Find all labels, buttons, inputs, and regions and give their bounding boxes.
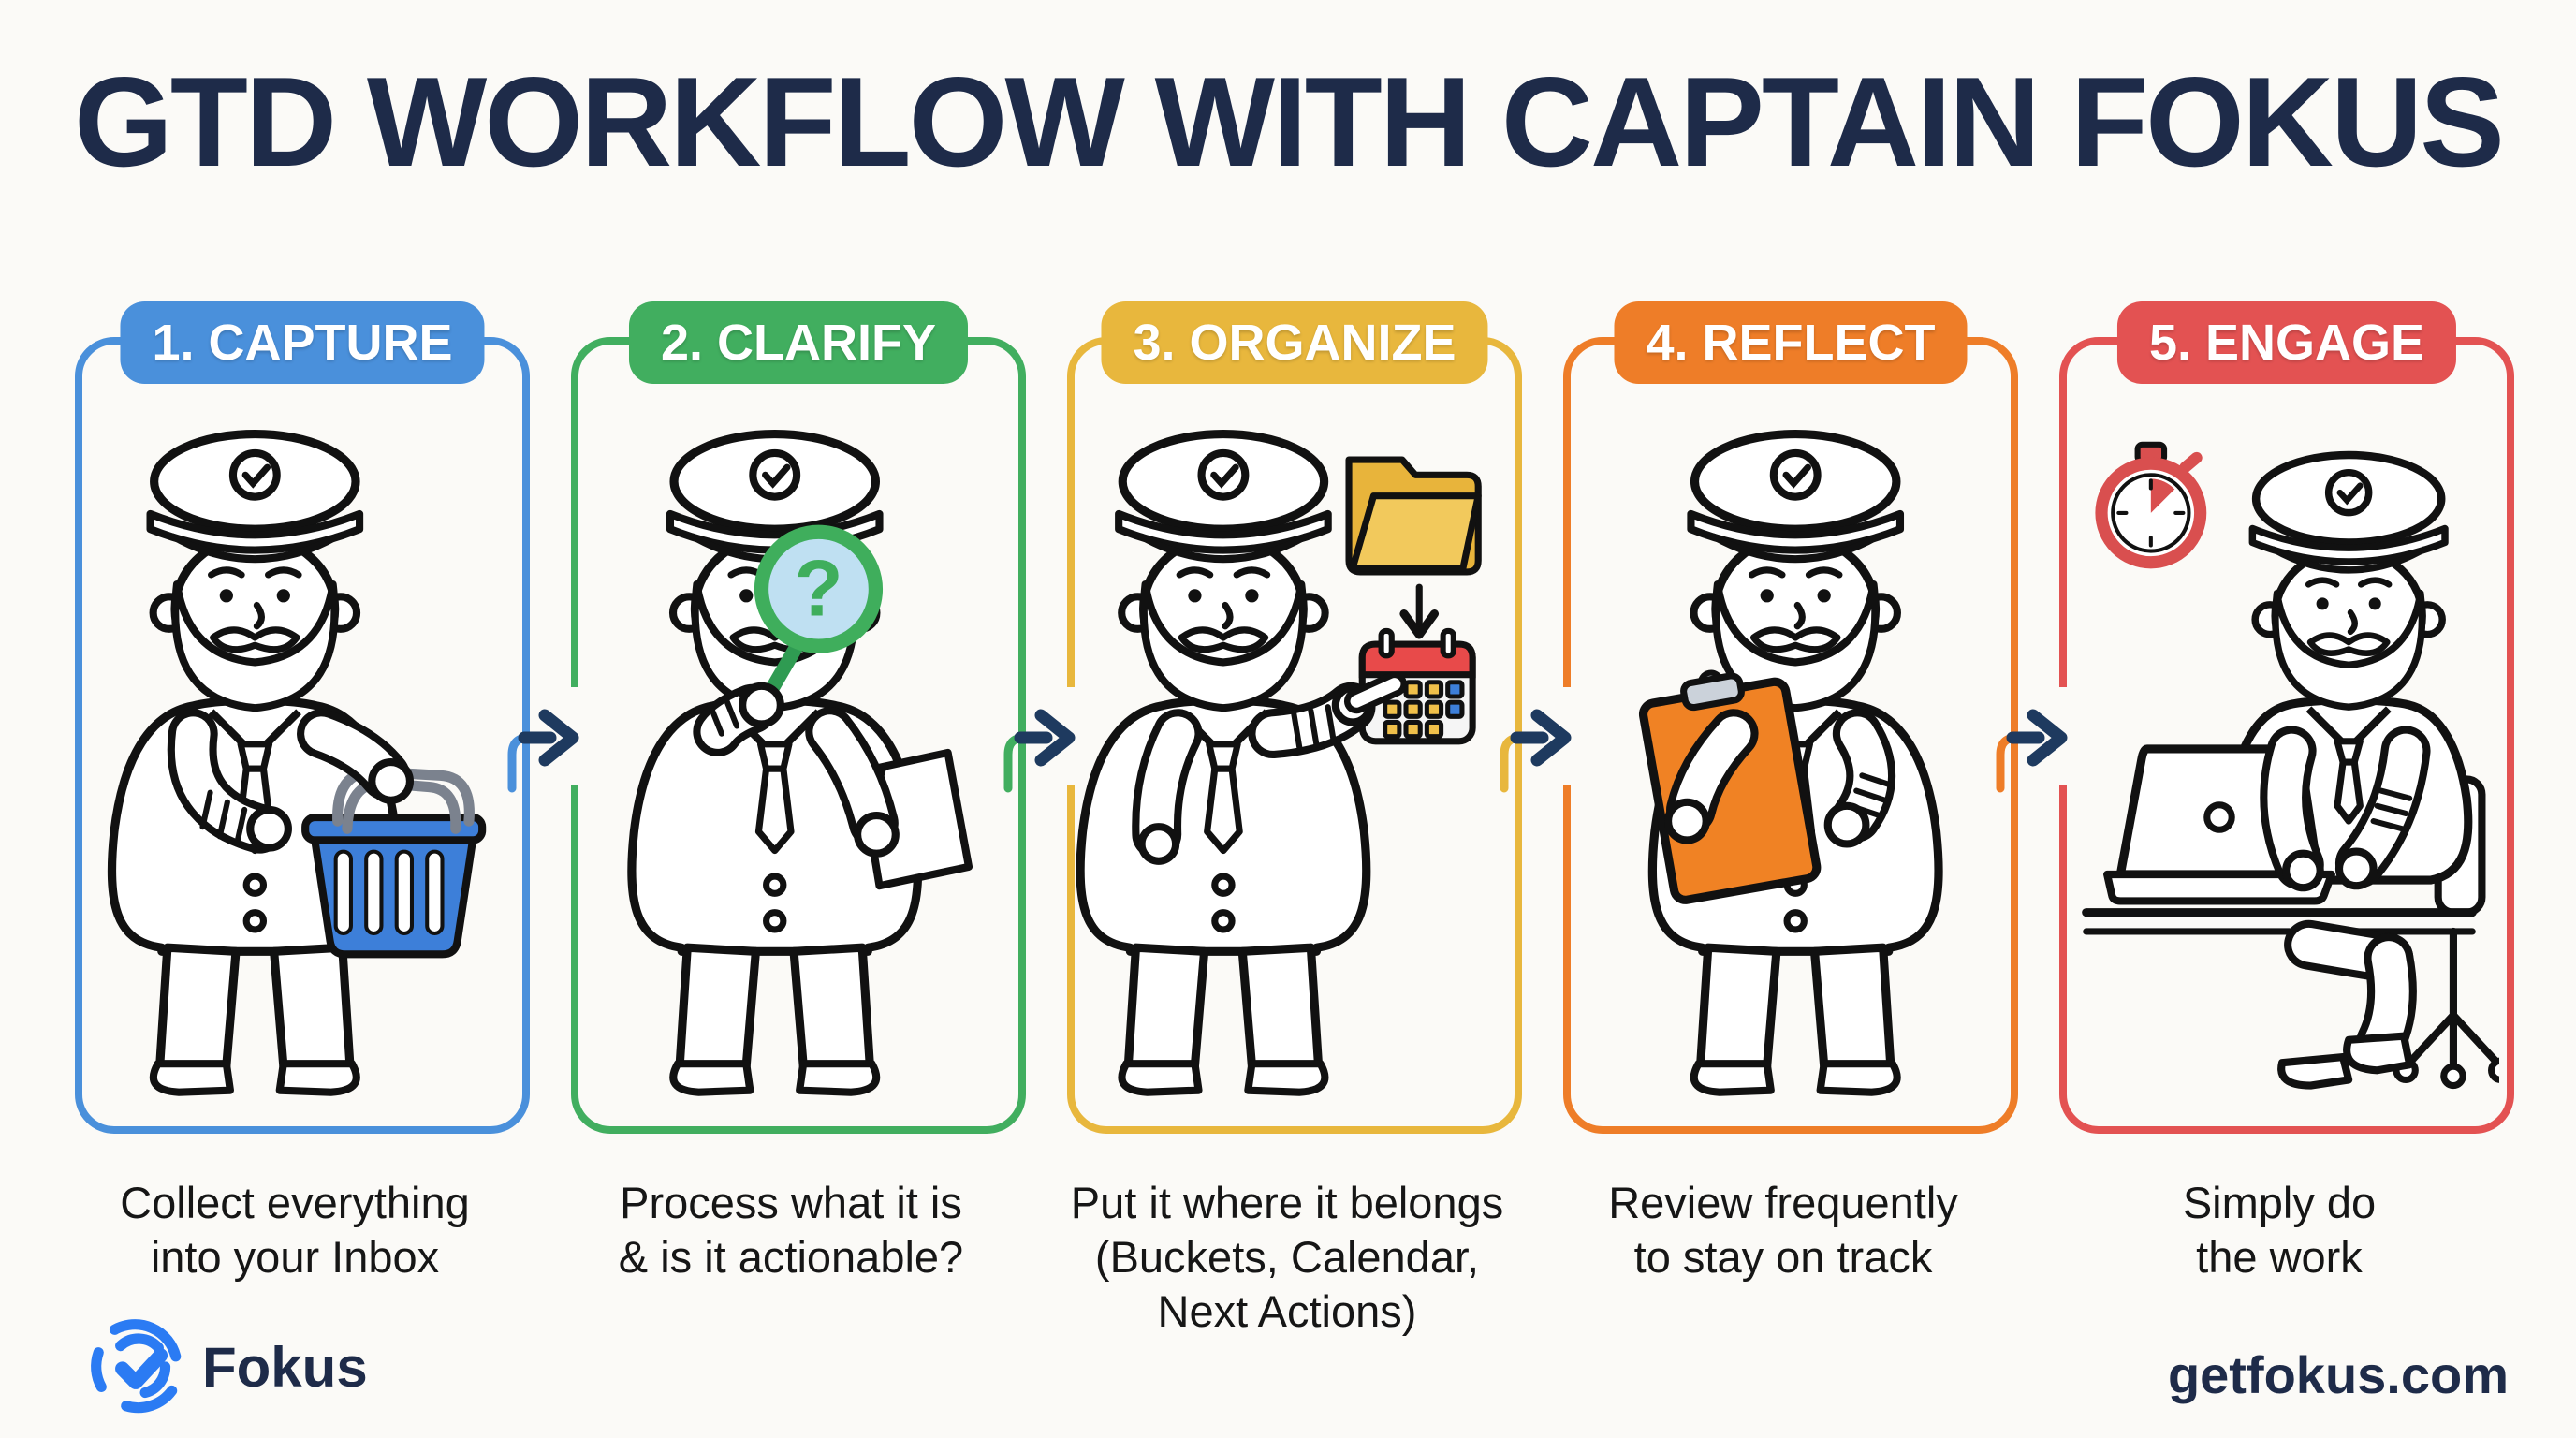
step-caption-organize: Put it where it belongs (Buckets, Calend… [1070, 1178, 1504, 1336]
clipboard-icon [1638, 669, 1822, 904]
step-badge-clarify: 2. CLARIFY [628, 301, 969, 384]
captain-clarify-illustration: ? [571, 399, 973, 1112]
flow-arrow-icon-1 [504, 687, 582, 793]
captain-engage-illustration [2082, 441, 2499, 1090]
flow-arrow-icon-2 [1000, 687, 1078, 793]
captain-capture-illustration [75, 399, 487, 1112]
step-caption-reflect: Review frequently to stay on track [1608, 1178, 1958, 1282]
step-card-clarify: 2. CLARIFY ? [571, 301, 1026, 1134]
step-badge-engage: 5. ENGAGE [2116, 301, 2457, 384]
folder-icon [1345, 456, 1482, 576]
step-caption-engage: Simply do the work [2182, 1178, 2377, 1282]
calendar-icon [1358, 627, 1476, 745]
captain-organize-illustration [1067, 399, 1482, 1112]
fokus-logo-icon [91, 1319, 182, 1414]
step-card-reflect: 4. REFLECT [1563, 301, 2018, 1134]
step-card-engage: 5. ENGAGE [2059, 301, 2514, 1134]
step-card-organize: 3. ORGANIZE [1067, 301, 1522, 1134]
step-badge-organize: 3. ORGANIZE [1101, 301, 1488, 384]
brand-name: Fokus [202, 1336, 368, 1399]
basket-slots [333, 849, 445, 936]
website-url: getfokus.com [2167, 1345, 2509, 1404]
stopwatch-icon [2095, 441, 2207, 569]
step-caption-capture: Collect everything into your Inbox [120, 1178, 470, 1282]
step-badge-reflect: 4. REFLECT [1614, 301, 1968, 384]
flow-arrow-icon-4 [1992, 687, 2071, 793]
down-arrow-icon [1399, 583, 1440, 639]
step-badge-capture: 1. CAPTURE [120, 301, 485, 384]
captain-reflect-illustration [1638, 399, 2003, 1112]
svg-text:?: ? [794, 545, 842, 634]
step-card-capture: 1. CAPTURE [75, 301, 530, 1134]
page-title: GTD WORKFLOW WITH CAPTAIN FOKUS [74, 51, 2505, 193]
flow-arrow-icon-3 [1496, 687, 1574, 793]
step-caption-clarify: Process what it is & is it actionable? [618, 1178, 964, 1282]
